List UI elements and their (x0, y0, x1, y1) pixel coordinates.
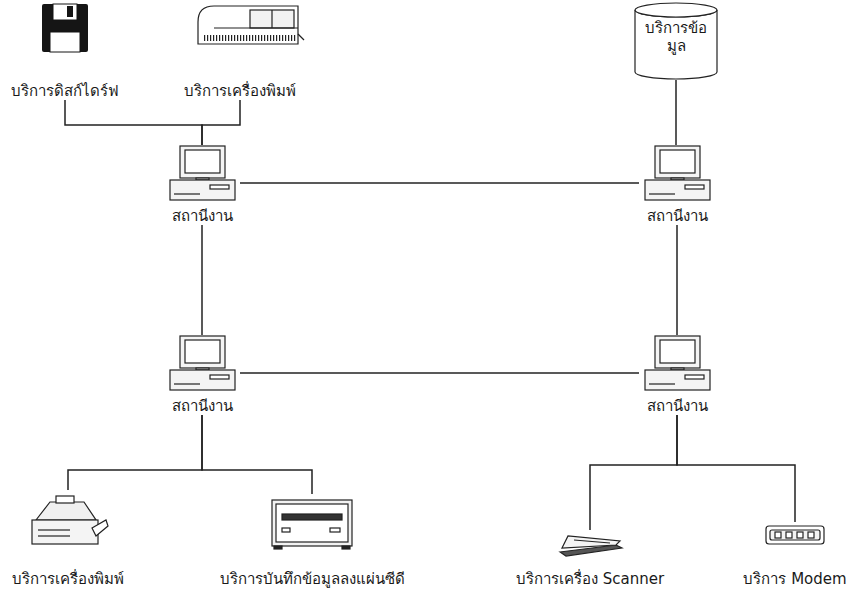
device-label: สถานีงาน (172, 397, 233, 415)
device-label: บริการเครื่อง Scanner (516, 570, 664, 588)
network-link (240, 182, 639, 184)
workstation: สถานีงาน (639, 145, 715, 225)
device-label: บริการบันทึกข้อมูลลงแผ่นซีดี (220, 570, 405, 588)
device-label: บริการ Modem (743, 570, 846, 588)
device-label: บริการดิสก์ไดร์ฟ (11, 82, 119, 100)
network-link (675, 80, 677, 145)
network-link (677, 415, 795, 522)
workstation-icon (170, 146, 235, 200)
workstation-icon (645, 336, 710, 390)
network-link (201, 225, 203, 335)
device-label: สถานีงาน (172, 207, 233, 225)
modem-service: บริการ Modem (739, 522, 851, 588)
cylinder-label: บริการข้อ มูล (638, 19, 714, 55)
workstation: สถานีงาน (164, 145, 240, 225)
network-link (65, 100, 202, 145)
network-link (240, 372, 639, 374)
device-label: สถานีงาน (647, 207, 708, 225)
network-link (202, 100, 240, 145)
workstation: สถานีงาน (164, 335, 240, 415)
network-link (202, 415, 312, 494)
modem-icon (766, 526, 824, 544)
device-label: บริการเครื่องพิมพ์ (184, 82, 296, 100)
network-link (590, 415, 677, 530)
floppy-icon (42, 4, 88, 52)
printer-service: บริการเครื่องพิมพ์ (180, 4, 300, 100)
disk-drive-service: บริการดิสก์ไดร์ฟ (7, 4, 123, 100)
printer-service: บริการเครื่องพิมพ์ (8, 490, 128, 588)
workstation: สถานีงาน (639, 335, 715, 415)
database-cylinder: บริการข้อ มูล (634, 2, 718, 80)
workstation-icon (645, 146, 710, 200)
network-link (68, 415, 202, 490)
printer-icon (198, 6, 304, 44)
workstation-icon (170, 336, 235, 390)
network-link (676, 225, 678, 335)
printer-icon (32, 496, 108, 544)
scanner-service: บริการเครื่อง Scanner (512, 530, 669, 588)
scanner-icon (560, 536, 622, 556)
device-label: บริการเครื่องพิมพ์ (12, 570, 124, 588)
cd-drive-icon (272, 500, 352, 549)
cd-writer-service: บริการบันทึกข้อมูลลงแผ่นซีดี (216, 494, 409, 588)
device-label: สถานีงาน (647, 397, 708, 415)
